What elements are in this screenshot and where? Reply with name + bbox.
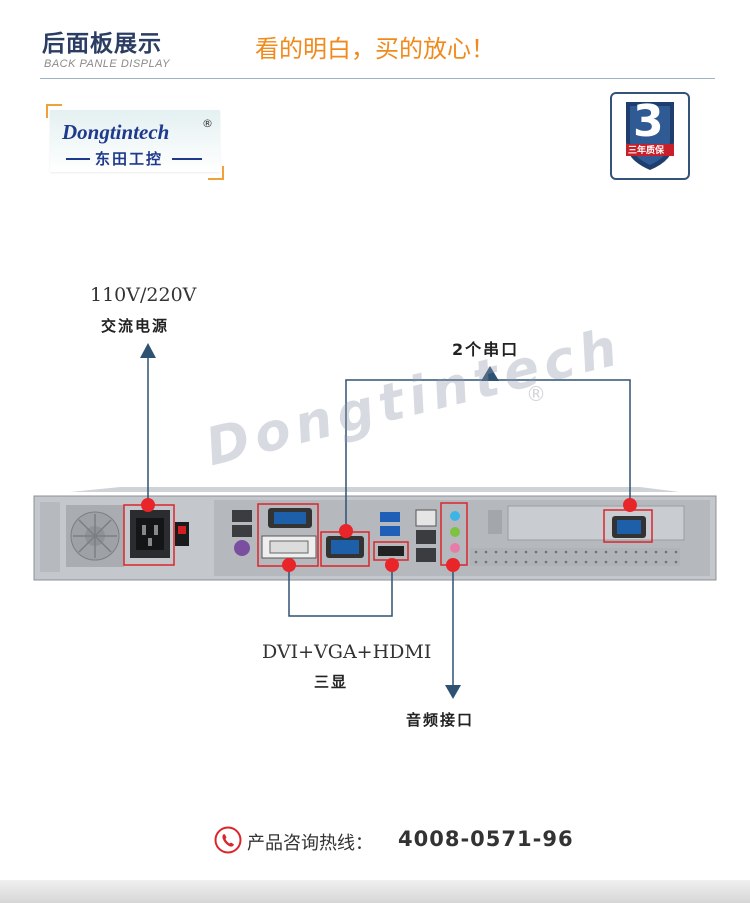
audio-jack-mic <box>450 543 460 553</box>
audio-label: 音频接口 <box>406 711 475 729</box>
logo-dash-left <box>66 158 90 160</box>
expansion-bracket <box>507 505 685 541</box>
slogan: 看的明白，买的放心！ <box>255 35 495 63</box>
logo-brand-cn: 东田工控 <box>95 150 164 168</box>
display-ports-label: DVI+VGA+HDMI <box>262 641 432 663</box>
display-label: 三显 <box>314 673 349 691</box>
usb3-port-1 <box>380 512 400 522</box>
watermark-registered: ® <box>526 382 546 406</box>
logo-dash-right <box>172 158 202 160</box>
lan-port-1 <box>415 509 437 527</box>
hdmi-port <box>378 546 404 556</box>
expansion-slot-cover <box>488 510 502 534</box>
chassis-left-panel <box>40 502 60 572</box>
usb-port-2 <box>232 525 252 537</box>
shield-icon <box>626 102 674 170</box>
brand-logo <box>50 110 220 172</box>
warranty-badge <box>610 92 690 180</box>
warranty-years: 3 <box>633 96 664 147</box>
phone-label: 产品咨询热线： <box>247 833 373 854</box>
header-divider <box>40 78 715 79</box>
logo-corner-br <box>208 166 224 180</box>
usb-port-1 <box>232 510 252 522</box>
chassis-top <box>70 487 680 492</box>
usb3-port-2 <box>380 526 400 536</box>
serial-ports-label: 2个串口 <box>452 340 520 359</box>
marker-dots <box>141 498 637 572</box>
usb-port-4 <box>416 548 436 562</box>
audio-jack-line-in <box>450 511 460 521</box>
phone-icon <box>214 826 242 854</box>
section-subtitle: BACK PANLE DISPLAY <box>44 58 170 70</box>
arrow-icons <box>140 343 499 699</box>
warranty-text: 三年质保 <box>628 146 665 156</box>
power-label: 交流电源 <box>101 317 170 335</box>
logo-registered-mark: ® <box>202 117 213 130</box>
logo-brand-en: Dongtintech <box>62 120 170 144</box>
power-voltage-label: 110V/220V <box>90 284 197 306</box>
footer-shadow <box>0 880 750 903</box>
phone-number: 4008-0571-96 <box>398 827 574 851</box>
vent-grille <box>470 548 680 566</box>
ps2-port <box>234 540 250 556</box>
usb-port-3 <box>416 530 436 544</box>
logo-corner-tl <box>46 104 62 118</box>
audio-jack-line-out <box>450 527 460 537</box>
section-title: 后面板展示 <box>42 31 162 57</box>
